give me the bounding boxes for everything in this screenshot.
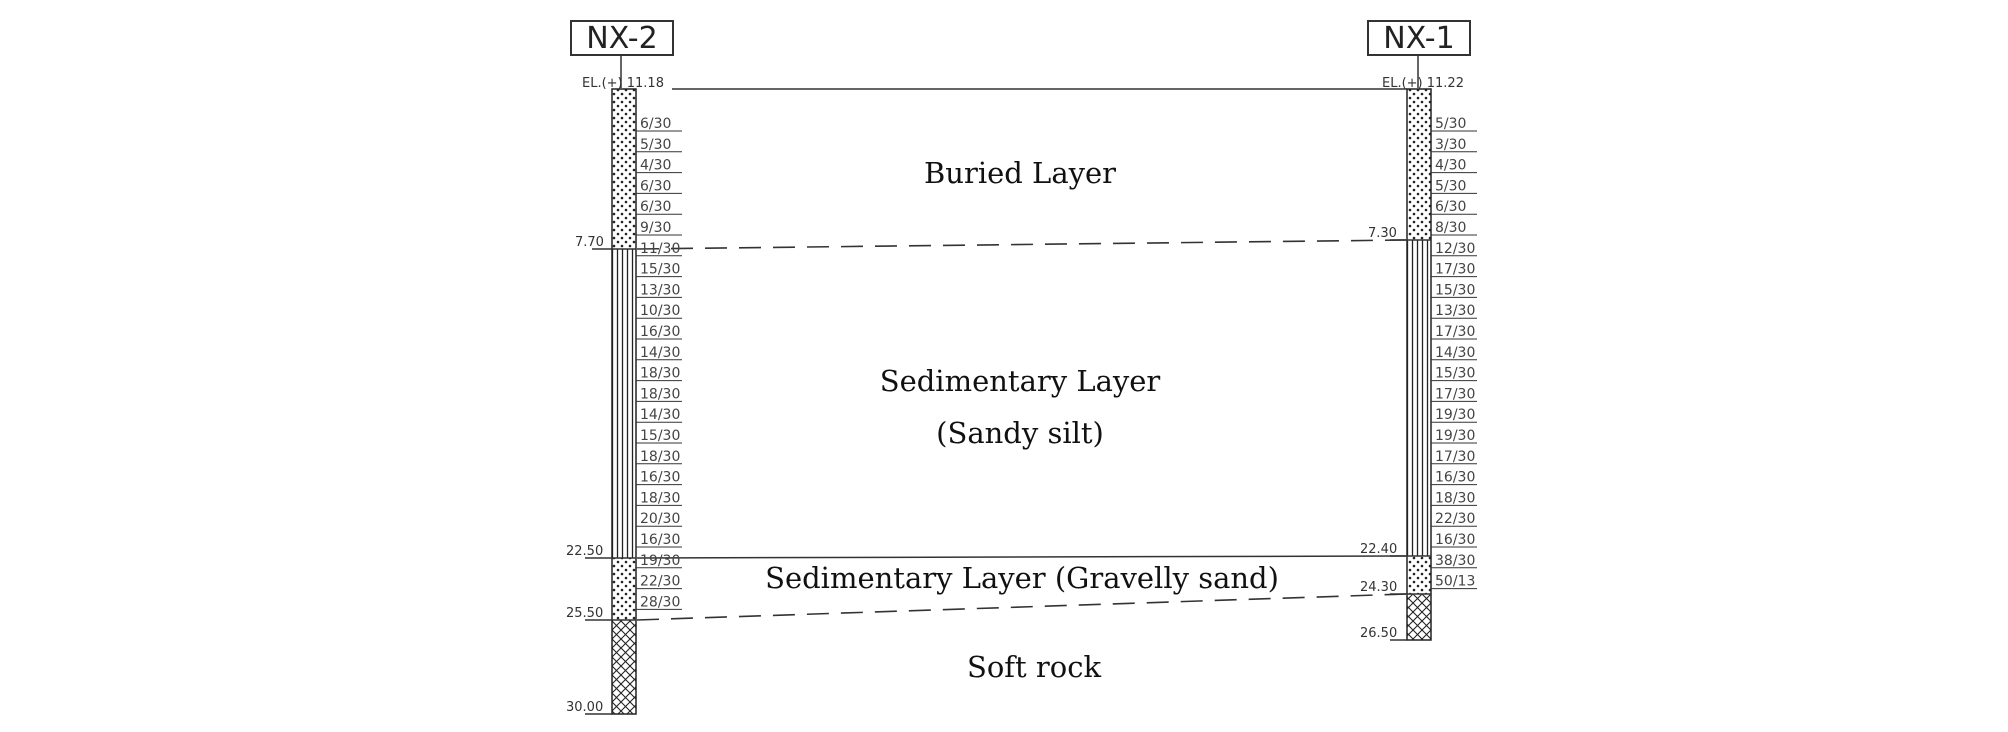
nx2-n-value: 10/30: [640, 303, 680, 319]
nx1-soft-rock-fill: [1407, 594, 1431, 640]
nx1-depth-1: 7.30: [1368, 226, 1397, 241]
nx2-depth-labels: 7.70 22.50 25.50 30.00: [566, 235, 612, 715]
nx1-sandy-silt-fill: [1407, 240, 1431, 556]
borehole-name-nx1: NX-1: [1383, 21, 1454, 56]
layer-name-buried: Buried Layer: [924, 156, 1116, 190]
nx1-n-value: 50/13: [1435, 574, 1475, 590]
nx2-buried-layer-fill: [612, 89, 636, 249]
nx2-n-value: 20/30: [640, 511, 680, 527]
nx2-depth-3: 25.50: [566, 606, 603, 621]
nx2-gravelly-sand-fill: [612, 558, 636, 620]
nx2-n-value: 18/30: [640, 366, 680, 382]
nx1-buried-layer-fill: [1407, 89, 1431, 240]
borehole-label-nx1: NX-1: [1367, 20, 1471, 56]
boundary-sand-rock: [636, 593, 1407, 621]
nx2-n-value: 6/30: [640, 199, 671, 215]
nx2-n-value: 15/30: [640, 428, 680, 444]
borehole-label-nx1-box: [1367, 20, 1471, 56]
nx1-n-value: 13/30: [1435, 303, 1475, 319]
nx1-n-value: 19/30: [1435, 428, 1475, 444]
borehole-label-nx2: NX-2: [570, 20, 674, 56]
nx2-depth-1: 7.70: [575, 235, 604, 250]
nx2-n-value: 14/30: [640, 345, 680, 361]
nx1-n-value: 14/30: [1435, 345, 1475, 361]
elevation-nx1: EL.(+) 11.22: [1382, 76, 1464, 91]
nx1-n-value: 18/30: [1435, 490, 1475, 506]
nx2-n-value: 6/30: [640, 116, 671, 132]
nx1-n-values: 5/30 3/30 4/30 5/30 6/30 8/30 12/30 17/30 15/30 1…: [1431, 116, 1477, 590]
nx1-depth-labels: 7.30 22.40 24.30 26.50: [1360, 226, 1407, 641]
nx2-n-value: 15/30: [640, 262, 680, 278]
nx1-n-value: 17/30: [1435, 262, 1475, 278]
nx2-n-value: 14/30: [640, 407, 680, 423]
borehole-column-nx2: [611, 88, 637, 715]
nx1-n-value: 5/30: [1435, 178, 1466, 194]
borehole-column-nx1: [1406, 88, 1432, 641]
nx2-n-value: 9/30: [640, 220, 671, 236]
nx2-n-value: 28/30: [640, 594, 680, 610]
nx1-depth-4: 26.50: [1360, 626, 1397, 641]
borehole-name-nx2: NX-2: [586, 21, 657, 56]
nx2-depth-2: 22.50: [566, 544, 603, 559]
nx1-n-value: 5/30: [1435, 116, 1466, 132]
nx1-n-value: 4/30: [1435, 158, 1466, 174]
nx1-n-value: 12/30: [1435, 241, 1475, 257]
nx1-n-value: 17/30: [1435, 324, 1475, 340]
nx1-n-value: 16/30: [1435, 532, 1475, 548]
nx1-depth-3: 24.30: [1360, 580, 1397, 595]
nx2-n-value: 11/30: [640, 241, 680, 257]
nx2-n-value: 16/30: [640, 470, 680, 486]
nx1-n-value: 17/30: [1435, 449, 1475, 465]
nx2-n-value: 16/30: [640, 324, 680, 340]
nx1-n-value: 15/30: [1435, 282, 1475, 298]
nx1-n-value: 38/30: [1435, 553, 1475, 569]
layer-name-sedimentary-silt: Sedimentary Layer: [880, 364, 1161, 398]
borehole-label-nx2-box: [570, 20, 674, 56]
nx2-depth-4: 30.00: [566, 700, 603, 715]
nx2-n-value: 19/30: [640, 553, 680, 569]
layer-name-soft-rock: Soft rock: [967, 650, 1101, 684]
nx2-n-value: 6/30: [640, 178, 671, 194]
layer-name-sedimentary-silt-sub: (Sandy silt): [936, 416, 1104, 450]
nx1-n-value: 19/30: [1435, 407, 1475, 423]
nx2-n-value: 13/30: [640, 282, 680, 298]
nx1-n-value: 17/30: [1435, 386, 1475, 402]
nx2-sandy-silt-fill: [612, 249, 636, 558]
nx2-n-value: 18/30: [640, 449, 680, 465]
nx1-n-value: 16/30: [1435, 470, 1475, 486]
nx2-n-value: 16/30: [640, 532, 680, 548]
nx1-n-value: 8/30: [1435, 220, 1466, 236]
nx1-column-outline: [1406, 88, 1432, 641]
nx1-n-value: 3/30: [1435, 137, 1466, 153]
layer-name-sedimentary-sand: Sedimentary Layer (Gravelly sand): [765, 561, 1279, 595]
nx2-soft-rock-fill: [612, 620, 636, 714]
boundary-buried-sedimentary: [636, 239, 1407, 250]
nx1-n-value: 22/30: [1435, 511, 1475, 527]
nx2-n-value: 18/30: [640, 386, 680, 402]
nx2-n-values: 6/30 5/30 4/30 6/30 6/30 9/30 11/30 15/30 13/30 1…: [636, 116, 682, 610]
nx2-n-value: 4/30: [640, 158, 671, 174]
nx1-depth-2: 22.40: [1360, 542, 1397, 557]
elevation-nx2: EL.(+) 11.18: [582, 76, 664, 91]
nx1-gravelly-sand-fill: [1407, 556, 1431, 594]
nx1-n-value: 6/30: [1435, 199, 1466, 215]
boundary-silt-sand: [636, 555, 1407, 559]
nx2-n-value: 22/30: [640, 574, 680, 590]
nx2-n-value: 18/30: [640, 490, 680, 506]
nx2-n-value: 5/30: [640, 137, 671, 153]
nx1-n-value: 15/30: [1435, 366, 1475, 382]
